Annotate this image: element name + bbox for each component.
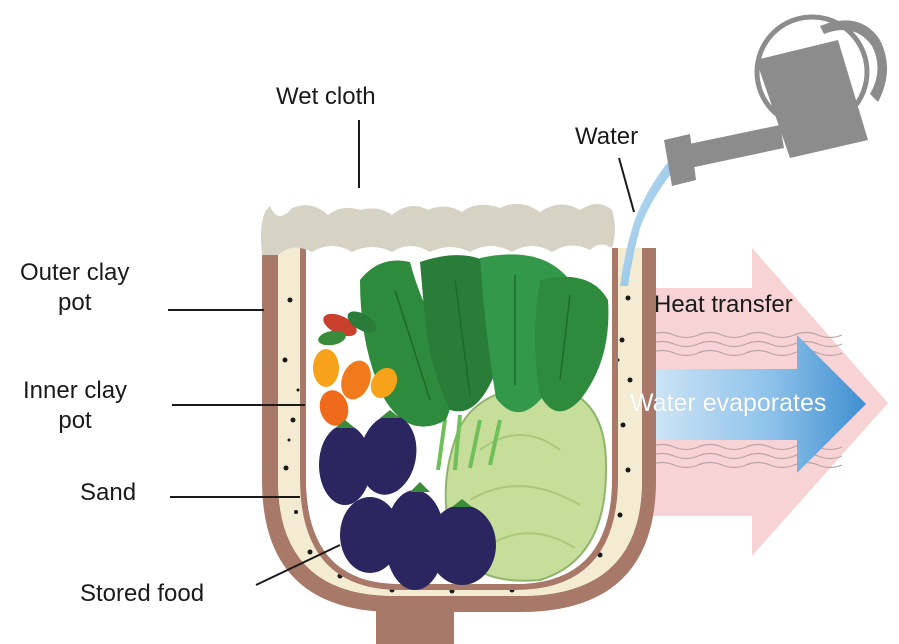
label-inner-clay-pot: Inner clay pot: [23, 376, 127, 436]
label-sand: Sand: [80, 478, 136, 508]
label-stored-food: Stored food: [80, 579, 204, 609]
label-inner-clay-pot-line1: Inner clay: [23, 376, 127, 406]
wet-cloth: [261, 204, 615, 255]
label-inner-clay-pot-line2: pot: [23, 406, 127, 436]
label-outer-clay-pot-line1: Outer clay: [20, 258, 129, 288]
label-water-evaporates: Water evaporates: [630, 389, 826, 418]
label-outer-clay-pot: Outer clay pot: [20, 258, 129, 318]
label-wet-cloth: Wet cloth: [276, 82, 376, 112]
label-outer-clay-pot-line2: pot: [20, 288, 129, 318]
label-water: Water: [575, 122, 638, 152]
label-heat-transfer: Heat transfer: [654, 290, 793, 320]
watering-can-icon: [664, 17, 887, 186]
